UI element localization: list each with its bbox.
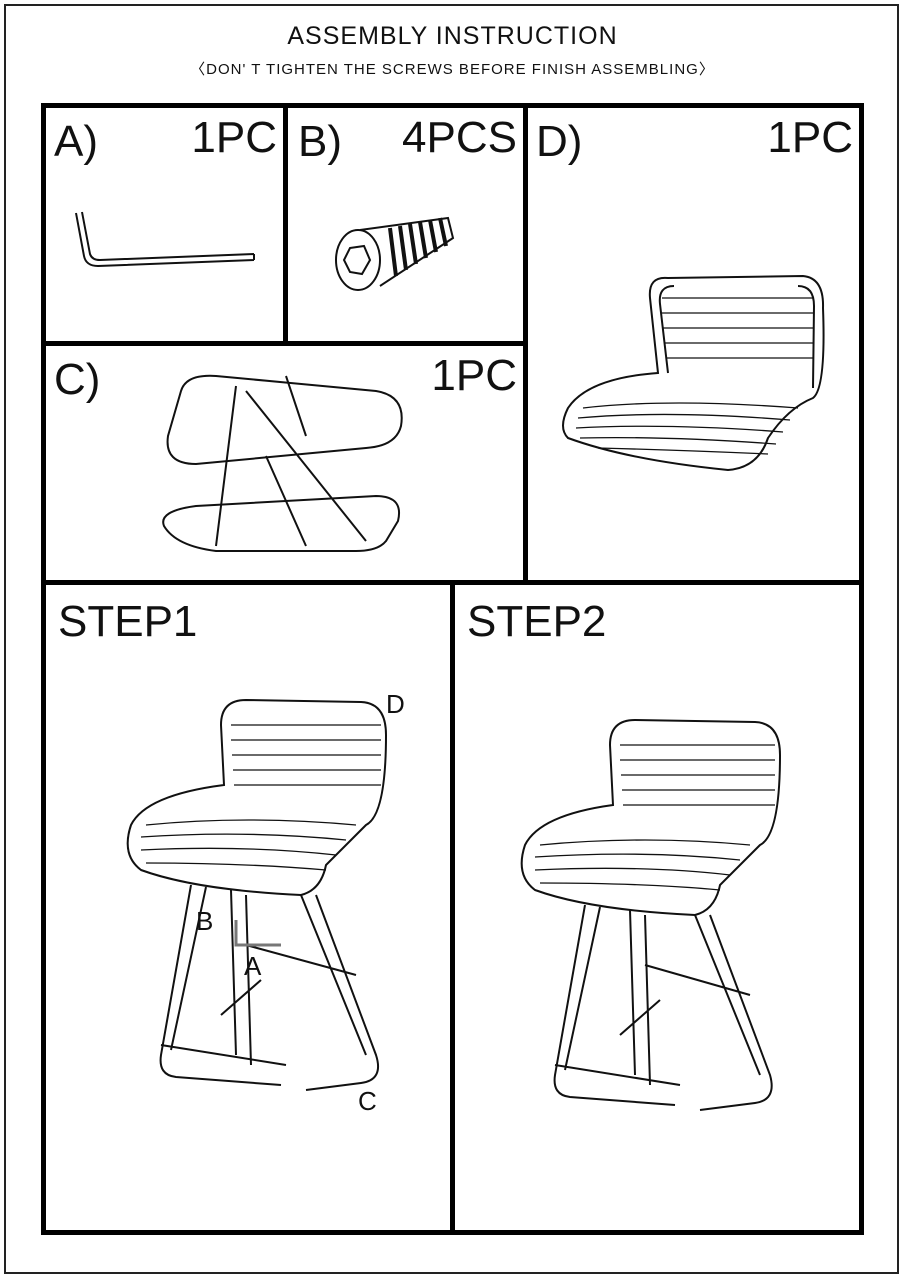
step-label: STEP2 xyxy=(467,597,607,646)
screw-icon xyxy=(335,216,455,291)
part-qty: 1PC xyxy=(191,113,277,162)
step-1-illustration: D B A C xyxy=(126,689,405,1116)
part-label: B) xyxy=(298,117,342,166)
step-2-illustration xyxy=(520,718,782,1111)
part-label: D) xyxy=(536,117,583,166)
page-border xyxy=(4,4,899,1274)
part-qty: 4PCS xyxy=(402,113,517,162)
page-subtitle: 〈DON' T TIGHTEN THE SCREWS BEFORE FINISH… xyxy=(190,61,715,78)
part-d-panel: D) 1PC xyxy=(523,103,864,585)
leg-frame-illustration xyxy=(162,374,403,552)
callout-a: A xyxy=(244,951,262,981)
allen-key-icon xyxy=(75,211,255,268)
page-title: ASSEMBLY INSTRUCTION xyxy=(287,22,618,50)
part-c-panel: C) 1PC xyxy=(41,341,528,585)
seat-illustration xyxy=(562,274,825,472)
part-label: C) xyxy=(54,355,101,404)
callout-c: C xyxy=(358,1086,377,1116)
callout-b: B xyxy=(196,906,213,936)
part-label: A) xyxy=(54,117,98,166)
part-qty: 1PC xyxy=(767,113,853,162)
callout-d: D xyxy=(386,689,405,719)
part-b-panel: B) 4PCS xyxy=(283,103,528,346)
step-2-panel: STEP2 xyxy=(450,580,864,1235)
step-1-panel: STEP1 D B A C xyxy=(41,580,455,1235)
part-qty: 1PC xyxy=(431,351,517,400)
part-a-panel: A) 1PC xyxy=(41,103,288,346)
step-label: STEP1 xyxy=(58,597,198,646)
